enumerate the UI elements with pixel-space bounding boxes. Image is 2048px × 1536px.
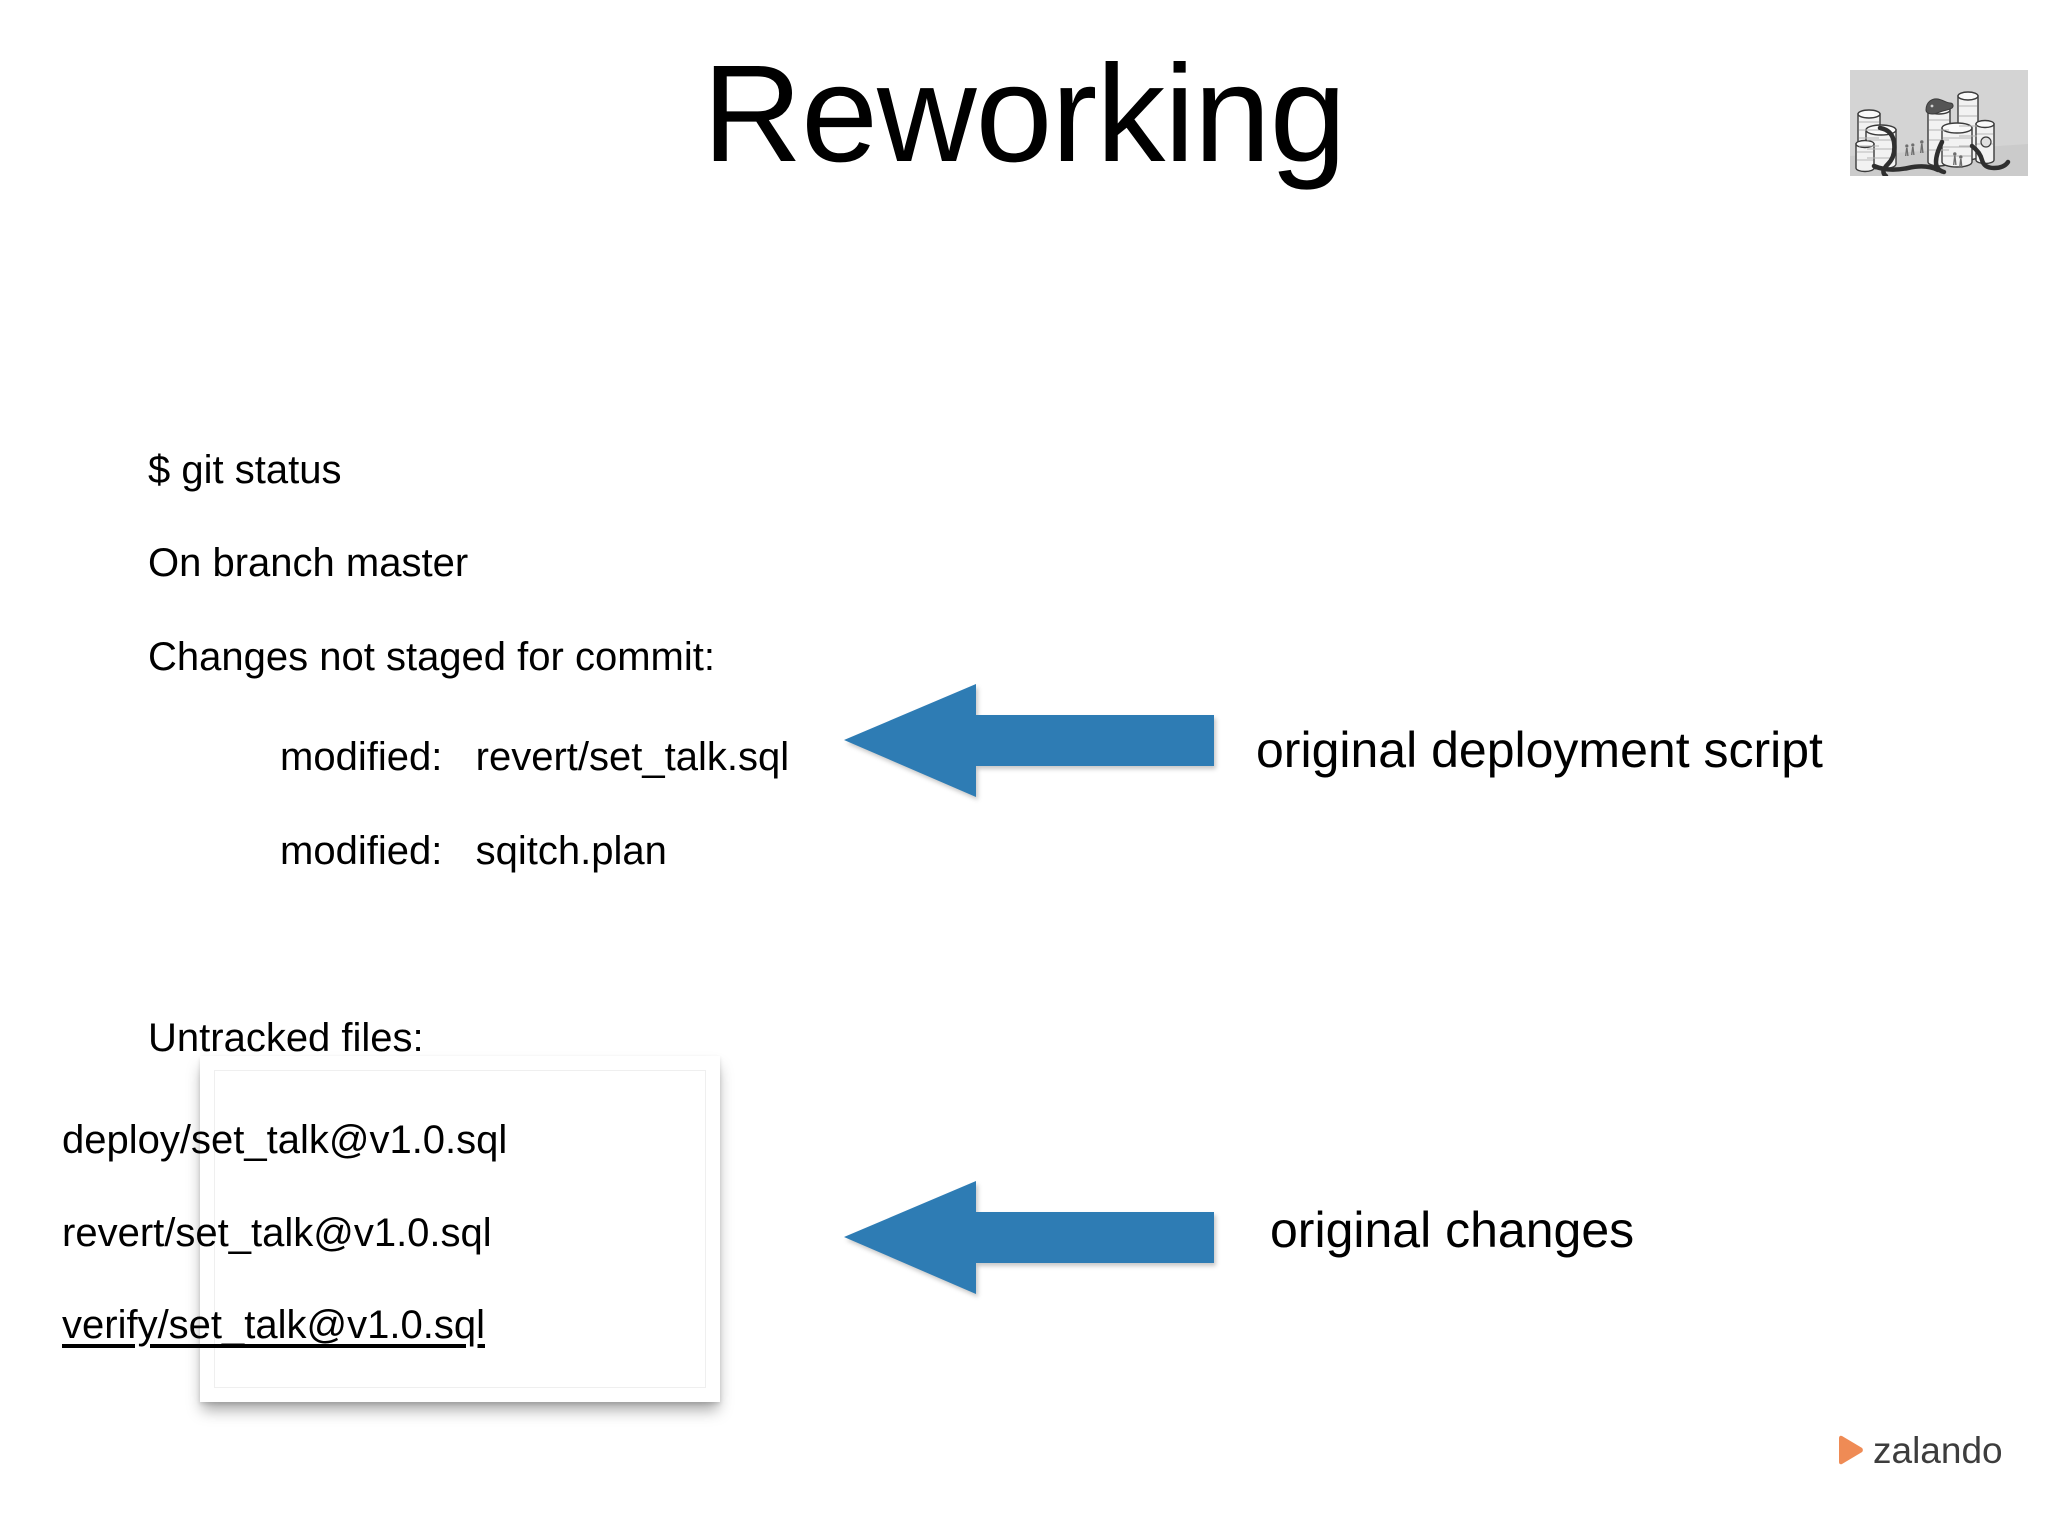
zalando-logo: zalando [1836, 1428, 2032, 1472]
untracked-file-item: revert/set_talk@v1.0.sql [62, 1211, 492, 1255]
terminal-modified-file: modified: revert/set_talk.sql [280, 735, 790, 779]
left-arrow-icon [844, 1177, 1214, 1297]
zalando-wordmark: zalando [1873, 1429, 2003, 1471]
untracked-file-item: verify/set_talk@v1.0.sql [62, 1303, 485, 1347]
terminal-modified-file: modified: sqitch.plan [280, 829, 667, 873]
annotation-label: original deployment script [1256, 722, 1823, 778]
page-title: Reworking [702, 37, 1347, 191]
annotation-label: original changes [1270, 1202, 1635, 1258]
terminal-untracked-header: Untracked files: [148, 1016, 424, 1060]
terminal-branch-line: On branch master [148, 541, 469, 585]
untracked-files-panel-inner [214, 1070, 706, 1388]
untracked-files-panel [200, 1056, 720, 1402]
terminal-prompt-line: $ git status [148, 448, 342, 492]
industrial-tanks-illustration [1850, 70, 2028, 176]
untracked-file-item: deploy/set_talk@v1.0.sql [62, 1118, 508, 1162]
terminal-changes-header: Changes not staged for commit: [148, 635, 715, 679]
zalando-play-mark-icon [1839, 1435, 1863, 1465]
left-arrow-icon [844, 680, 1214, 800]
